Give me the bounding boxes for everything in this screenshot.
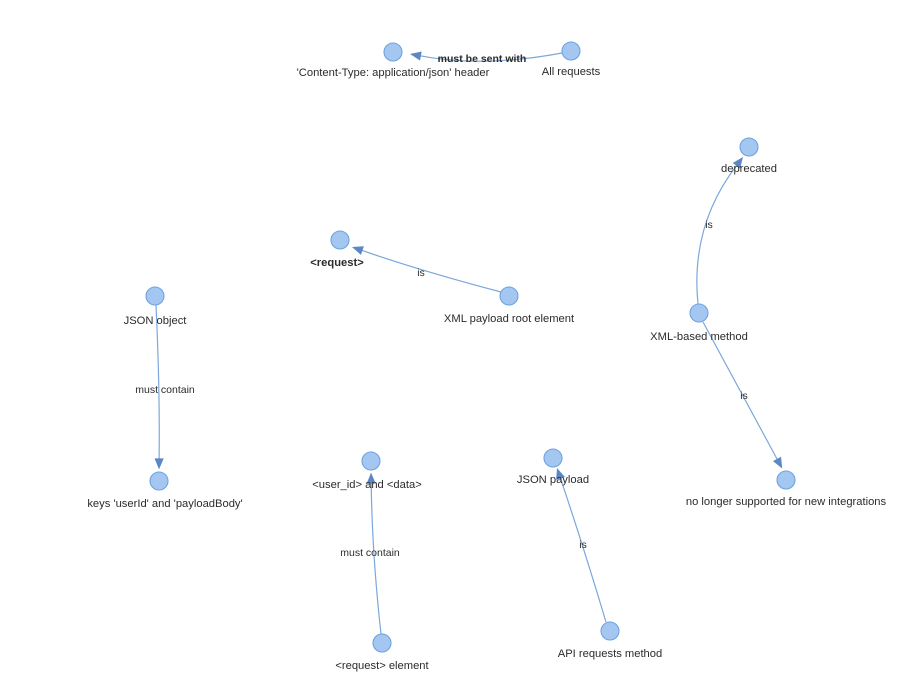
graph-node[interactable] <box>145 286 165 306</box>
graph-node[interactable] <box>689 303 709 323</box>
graph-node-label: JSON object <box>124 315 188 327</box>
edge-label: is <box>417 267 425 279</box>
graph-node-label: All requests <box>542 66 601 78</box>
edge-label: is <box>705 219 713 231</box>
graph-node[interactable] <box>330 230 350 250</box>
edge-line <box>696 163 739 305</box>
graph-node[interactable] <box>383 42 403 62</box>
graph-node[interactable] <box>776 470 796 490</box>
graph-node[interactable] <box>543 448 563 468</box>
edge-arrowhead <box>556 468 565 480</box>
edges-layer <box>154 51 783 635</box>
edge-label: must contain <box>340 547 400 559</box>
graph-node-label: JSON payload <box>517 474 589 486</box>
graph-node[interactable] <box>600 621 620 641</box>
edge-line <box>702 321 779 462</box>
nodes-layer <box>145 41 796 653</box>
graph-node-label: deprecated <box>721 163 777 175</box>
graph-node-label: <request> <box>310 257 364 269</box>
graph-node[interactable] <box>372 633 392 653</box>
graph-node-label: API requests method <box>558 648 662 660</box>
graph-node[interactable] <box>561 41 581 61</box>
edge-line <box>559 475 607 623</box>
graph-node-label: <request> element <box>335 660 429 672</box>
edge-label: is <box>579 539 587 551</box>
graph-node-label: 'Content-Type: application/json' header <box>297 67 490 79</box>
edge-line <box>370 480 382 635</box>
edge-label: must be sent with <box>438 53 527 65</box>
graph-node-label: XML-based method <box>650 331 748 343</box>
edge-arrowhead <box>366 472 376 484</box>
edge-arrowhead <box>732 157 743 169</box>
graph-node-label: keys 'userId' and 'payloadBody' <box>87 498 242 510</box>
edge-line <box>155 304 160 462</box>
graph-node[interactable] <box>361 451 381 471</box>
edge-label: must contain <box>135 384 195 396</box>
graph-node[interactable] <box>149 471 169 491</box>
graph-node-label: XML payload root element <box>444 313 575 325</box>
edge-arrowhead <box>352 246 364 255</box>
edge-arrowhead <box>772 456 783 469</box>
edge-arrowhead <box>154 458 164 470</box>
edge-labels-layer: must be sent with is is is must contain must … <box>135 53 748 559</box>
edge-label: is <box>740 390 748 402</box>
graph-node-label: <user_id> and <data> <box>312 479 421 491</box>
edge-arrowhead <box>410 51 422 61</box>
graph-node[interactable] <box>499 286 519 306</box>
edge-line <box>360 249 502 293</box>
graph-node-label: no longer supported for new integrations <box>686 496 887 508</box>
graph-node[interactable] <box>739 137 759 157</box>
edge-line <box>418 52 563 62</box>
